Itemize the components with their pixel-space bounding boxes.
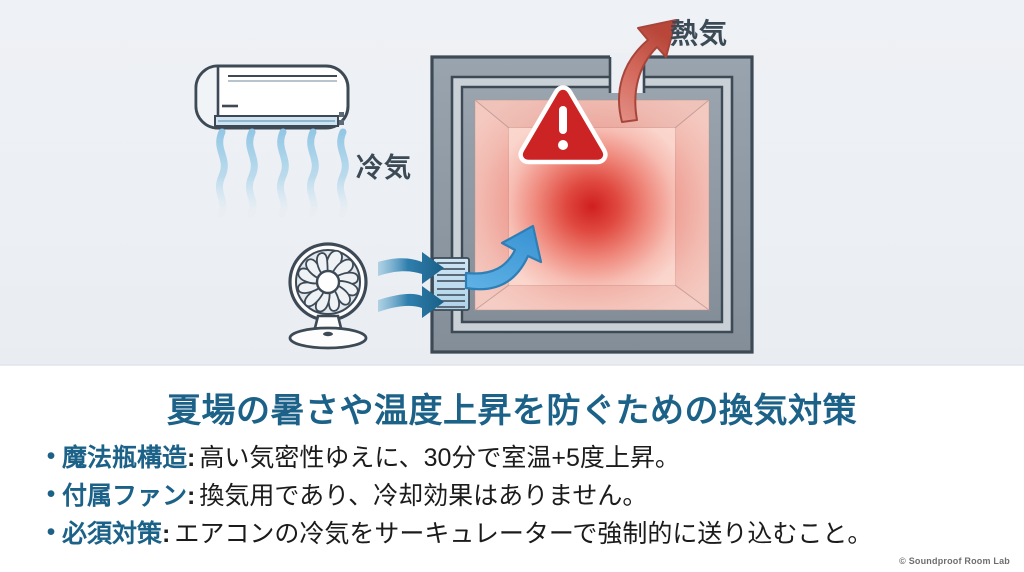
bullet-list: • 魔法瓶構造 : 高い気密性ゆえに、30分で室温+5度上昇。 • 付属ファン …: [40, 438, 1020, 552]
bullet-marker-icon: •: [46, 518, 56, 546]
hot-air-label: 熱気: [670, 18, 729, 49]
bullet-marker-icon: •: [46, 480, 56, 508]
bullet-keyword: 魔法瓶構造: [62, 444, 188, 472]
room-back-wall: [509, 128, 675, 285]
list-item: • 魔法瓶構造 : 高い気密性ゆえに、30分で室温+5度上昇。: [40, 438, 1020, 474]
illustration-svg: [194, 19, 754, 354]
bullet-text: エアコンの冷気をサーキュレーターで強制的に送り込むこと。: [174, 520, 873, 548]
room-ceiling-face: [473, 99, 711, 129]
wall-vent-grille-icon: [432, 257, 470, 311]
room-enclosure-group: [430, 53, 754, 354]
red-exhaust-arrow-icon: [618, 19, 677, 123]
cool-air-stream-icon: [215, 128, 349, 218]
warning-triangle-icon: [518, 85, 608, 165]
copyright-watermark: © Soundproof Room Lab: [899, 556, 1010, 566]
cool-air-label: 冷気: [356, 153, 412, 183]
list-item: • 必須対策 : エアコンの冷気をサーキュレーターで強制的に送り込むこと。: [40, 514, 1020, 550]
room-right-face: [674, 98, 710, 311]
blue-intake-arrow-icon: [464, 224, 543, 291]
text-panel: 夏場の暑さや温度上昇を防ぐための換気対策 • 魔法瓶構造 : 高い気密性ゆえに、…: [0, 366, 1024, 572]
illustration-panel: 冷気 熱気: [0, 0, 1024, 366]
circulator-fan-icon: [288, 242, 368, 350]
bullet-separator: :: [162, 520, 171, 548]
bullet-separator: :: [187, 444, 196, 472]
room-floor-face: [473, 284, 711, 311]
air-conditioner-icon: [194, 64, 350, 130]
bullet-marker-icon: •: [46, 442, 56, 470]
bullet-text: 換気用であり、冷却効果はありません。: [199, 482, 648, 510]
fan-flow-arrows-icon: [378, 252, 444, 318]
section-divider: [0, 364, 1024, 367]
list-item: • 付属ファン : 換気用であり、冷却効果はありません。: [40, 476, 1020, 512]
bullet-keyword: 付属ファン: [62, 482, 188, 510]
bullet-keyword: 必須対策: [62, 520, 163, 548]
page-title: 夏場の暑さや温度上昇を防ぐための換気対策: [167, 392, 857, 430]
bullet-text: 高い気密性ゆえに、30分で室温+5度上昇。: [199, 444, 680, 472]
bullet-separator: :: [187, 482, 196, 510]
